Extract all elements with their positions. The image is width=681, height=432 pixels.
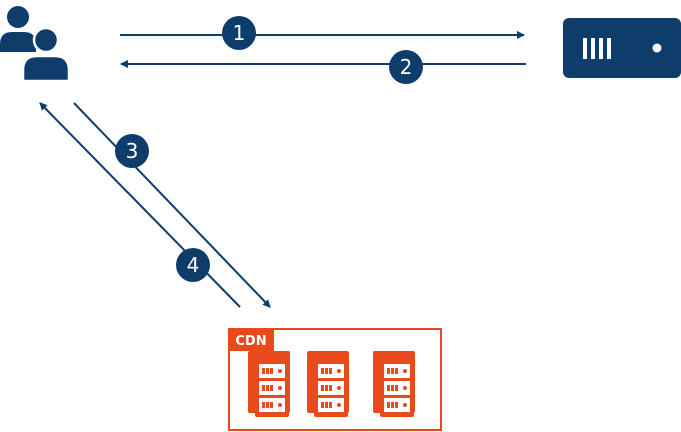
- step-badge-4: 4: [176, 248, 210, 282]
- server-rack-icon: [373, 351, 415, 417]
- users-icon: [0, 6, 71, 83]
- cdn-label-tag: [229, 329, 274, 351]
- step-number: 4: [187, 253, 200, 277]
- step-badge-2: 2: [389, 50, 423, 84]
- step-badge-3: 3: [115, 134, 149, 168]
- server-icon: [563, 18, 681, 78]
- step-number: 2: [400, 55, 413, 79]
- arrow-step-3: [73, 102, 271, 308]
- step-number: 1: [233, 21, 246, 45]
- step-badge-1: 1: [222, 16, 256, 50]
- arrow-step-4: [39, 102, 241, 308]
- server-rack-icon: [248, 351, 290, 417]
- cdn-label: CDN: [235, 334, 266, 349]
- server-rack-icon: [307, 351, 349, 417]
- cdn-box: CDN: [228, 328, 442, 431]
- step-number: 3: [126, 139, 139, 163]
